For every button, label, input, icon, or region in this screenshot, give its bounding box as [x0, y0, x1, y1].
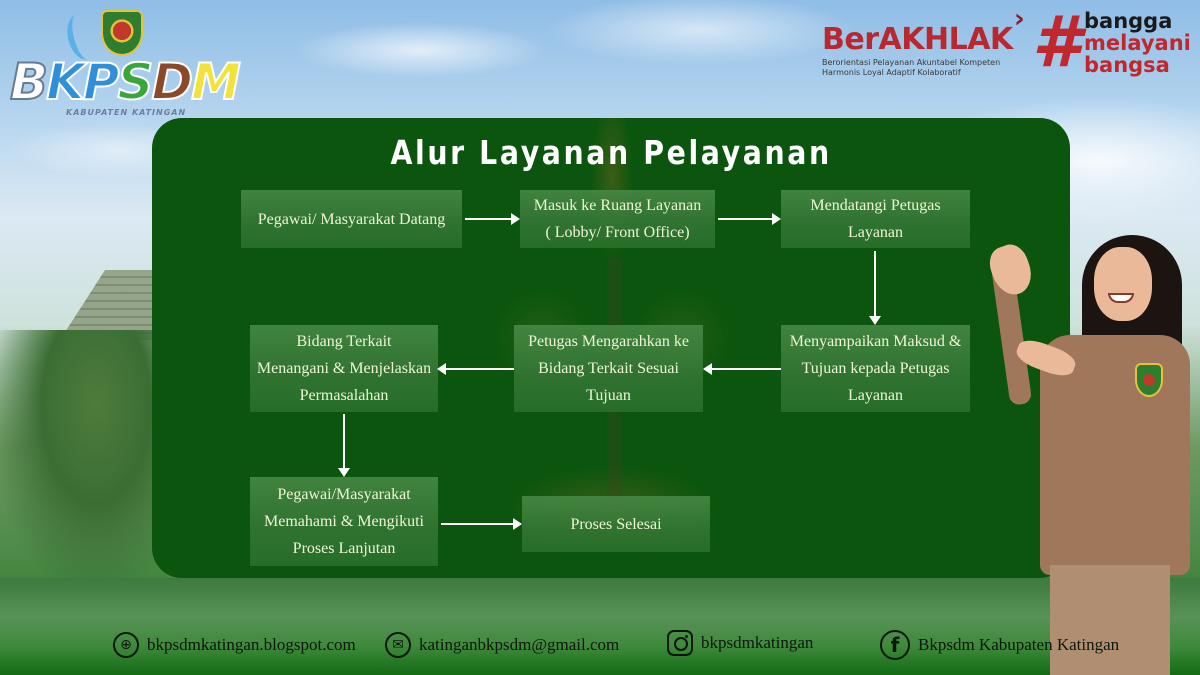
flow-step-5: Petugas Mengarahkan ke Bidang Terkait Se… [514, 325, 703, 412]
bangga-melayani-logo: # bangga melayani bangsa [1032, 2, 1200, 82]
bangga-line: bangsa [1084, 53, 1170, 77]
chevron-right-icon: › [1014, 4, 1025, 34]
bkpsdm-logo: B K P S D M KABUPATEN KATINGAN [6, 4, 242, 119]
arrow-right-icon [718, 213, 781, 225]
logo-letter: K [45, 53, 86, 111]
katingan-emblem-icon [101, 10, 143, 56]
step-label-line: Mendatangi Petugas [810, 197, 941, 214]
contact-instagram-text: bkpsdmkatingan [701, 633, 814, 652]
footer-contacts: ⊕ bkpsdmkatingan.blogspot.com ✉ katingan… [0, 628, 1200, 664]
step-label-line: Pegawai/Masyarakat [277, 486, 411, 503]
step-label-line: Menyampaikan Maksud & [789, 333, 962, 350]
step-label-line: ( Lobby/ Front Office) [545, 224, 690, 241]
step-label-line: Bidang Terkait [296, 333, 392, 350]
step-label-line: Layanan [847, 387, 904, 404]
step-label-line: Menangani & Menjelaskan [256, 360, 432, 377]
contact-facebook-text: Bkpsdm Kabupaten Katingan [918, 635, 1120, 654]
logo-letter: D [151, 53, 194, 111]
instagram-icon [667, 630, 693, 656]
contact-email[interactable]: ✉ katinganbkpsdm@gmail.com [385, 628, 619, 662]
step-label: Pegawai/ Masyarakat Datang [257, 210, 446, 228]
berakhlak-title: BerAKHLAK [822, 22, 1013, 57]
arrow-left-icon [703, 363, 781, 375]
step-label-line: Proses Lanjutan [292, 540, 396, 557]
contact-instagram[interactable]: bkpsdmkatingan [667, 626, 813, 660]
logo-wordmark: B K P S D M [9, 53, 242, 111]
contact-email-text: katinganbkpsdm@gmail.com [419, 635, 620, 654]
arrow-left-icon [437, 363, 514, 375]
contact-website-text: bkpsdmkatingan.blogspot.com [147, 635, 356, 654]
contact-website[interactable]: ⊕ bkpsdmkatingan.blogspot.com [113, 628, 356, 662]
logo-letter: P [82, 53, 121, 111]
step-label-line: Memahami & Mengikuti [264, 513, 424, 530]
flow-step-4: Menyampaikan Maksud & Tujuan kepada Petu… [781, 325, 970, 412]
arrow-right-icon [465, 213, 520, 225]
flow-step-6: Bidang Terkait Menangani & Menjelaskan P… [250, 325, 438, 412]
flow-step-8: Proses Selesai [522, 496, 710, 552]
hashtag-icon: # [1032, 1, 1081, 83]
berakhlak-line-1: Berorientasi Pelayanan Akuntabel Kompete… [822, 58, 1001, 67]
logo-letter: B [9, 53, 49, 111]
logo-letter: M [190, 53, 242, 111]
arrow-right-icon [441, 518, 522, 530]
facebook-icon: f [880, 630, 910, 660]
step-label-line: Masuk ke Ruang Layanan [533, 197, 702, 214]
contact-facebook[interactable]: f Bkpsdm Kabupaten Katingan [880, 628, 1119, 662]
bangga-line: melayani [1084, 31, 1191, 55]
arrow-down-icon [869, 251, 881, 325]
step-label-line: Bidang Terkait Sesuai [538, 360, 679, 377]
uniform-pants [1050, 565, 1170, 675]
step-label-line: Permasalahan [299, 387, 389, 404]
flow-step-3: Mendatangi Petugas Layanan [781, 190, 970, 248]
uniform-patch-icon [1135, 363, 1163, 397]
logo-subtitle: KABUPATEN KATINGAN [66, 108, 187, 117]
step-label: Proses Selesai [570, 515, 662, 533]
flow-step-2: Masuk ke Ruang Layanan ( Lobby/ Front Of… [520, 190, 715, 248]
staff-person-photo [984, 235, 1200, 675]
step-label-line: Petugas Mengarahkan ke [528, 333, 689, 350]
flow-step-1: Pegawai/ Masyarakat Datang [241, 190, 462, 248]
globe-icon: ⊕ [113, 632, 139, 658]
arrow-down-icon [338, 414, 350, 477]
footer-band [0, 578, 1200, 675]
logo-letter: S [117, 53, 155, 111]
raised-hand [984, 240, 1038, 300]
page-title: Alur Layanan Pelayanan [390, 133, 832, 172]
trees-background [0, 330, 160, 580]
flow-step-7: Pegawai/Masyarakat Memahami & Mengikuti … [250, 477, 438, 566]
berakhlak-line-2: Harmonis Loyal Adaptif Kolaboratif [822, 68, 961, 77]
step-label-line: Tujuan kepada Petugas [801, 360, 950, 377]
step-label-line: Layanan [847, 224, 904, 241]
face [1094, 247, 1152, 321]
berakhlak-logo: › BerAKHLAK Berorientasi Pelayanan Akunt… [822, 4, 1032, 80]
step-label-line: Tujuan [586, 387, 631, 404]
mail-icon: ✉ [385, 632, 411, 658]
flow-card: Alur Layanan Pelayanan Pegawai/ Masyarak… [152, 118, 1070, 578]
bangga-line: bangga [1084, 9, 1173, 33]
